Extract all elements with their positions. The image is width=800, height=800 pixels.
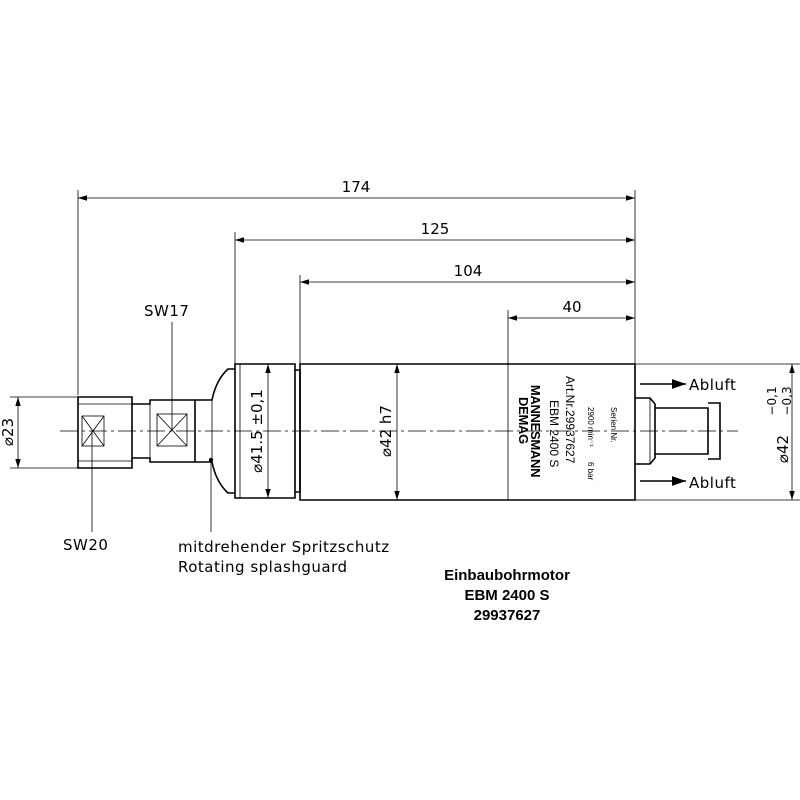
extension-lines xyxy=(77,190,636,395)
splashguard-en-label: Rotating splashguard xyxy=(178,558,348,576)
title-line2: EBM 2400 S xyxy=(464,587,549,604)
nameplate-brand-line1: MANNESMANN xyxy=(528,385,543,477)
exhaust-indicators: Abluft Abluft xyxy=(640,376,736,492)
exhaust-bottom-label: Abluft xyxy=(689,474,736,492)
sw20-label: SW20 xyxy=(63,536,108,554)
nameplate-art-nr: Art.Nr.29937627 xyxy=(563,376,577,464)
nameplate-pressure: 6 bar xyxy=(586,462,595,481)
dim-dia-42-tol-label: ⌀42 xyxy=(774,435,792,463)
nameplate: MANNESMANN DEMAG EBM 2400 S Art.Nr.29937… xyxy=(516,376,618,481)
wrench-flat-sw20-icon xyxy=(81,415,105,447)
splashguard-de-label: mitdrehender Spritzschutz xyxy=(178,538,390,556)
sw17-label: SW17 xyxy=(144,302,189,320)
dim-dia-42-h7-label: ⌀42 h7 xyxy=(377,405,395,457)
motor-outline xyxy=(77,363,721,501)
nameplate-model: EBM 2400 S xyxy=(547,400,561,467)
leaders: SW17 SW20 mitdrehender Spritzschutz Rota… xyxy=(63,302,390,576)
dim-tol-lower: −0,3 xyxy=(780,386,794,415)
dim-174-label: 174 xyxy=(342,178,371,196)
dim-dia-41-5-label: ⌀41.5 ±0,1 xyxy=(248,389,266,473)
nameplate-serial: Serien Nr. xyxy=(609,407,618,443)
dim-tol-upper: −0,1 xyxy=(765,386,779,415)
diameter-dimensions: ⌀23 ⌀41.5 ±0,1 ⌀42 h7 ⌀42 −0,1 −0,3 xyxy=(0,363,800,501)
dim-40-label: 40 xyxy=(562,298,581,316)
title-line1: Einbaubohrmotor xyxy=(444,567,570,584)
dim-104-label: 104 xyxy=(454,262,483,280)
dim-dia-23-label: ⌀23 xyxy=(0,418,17,446)
title-line3: 29937627 xyxy=(474,607,541,624)
title-block: Einbaubohrmotor EBM 2400 S 29937627 xyxy=(444,567,570,624)
length-dimensions: 174 125 104 40 xyxy=(78,178,635,321)
nameplate-speed: 2900 min⁻¹ xyxy=(586,407,595,447)
dim-125-label: 125 xyxy=(421,220,450,238)
exhaust-top-label: Abluft xyxy=(689,376,736,394)
nameplate-brand-line2: DEMAG xyxy=(516,397,531,444)
